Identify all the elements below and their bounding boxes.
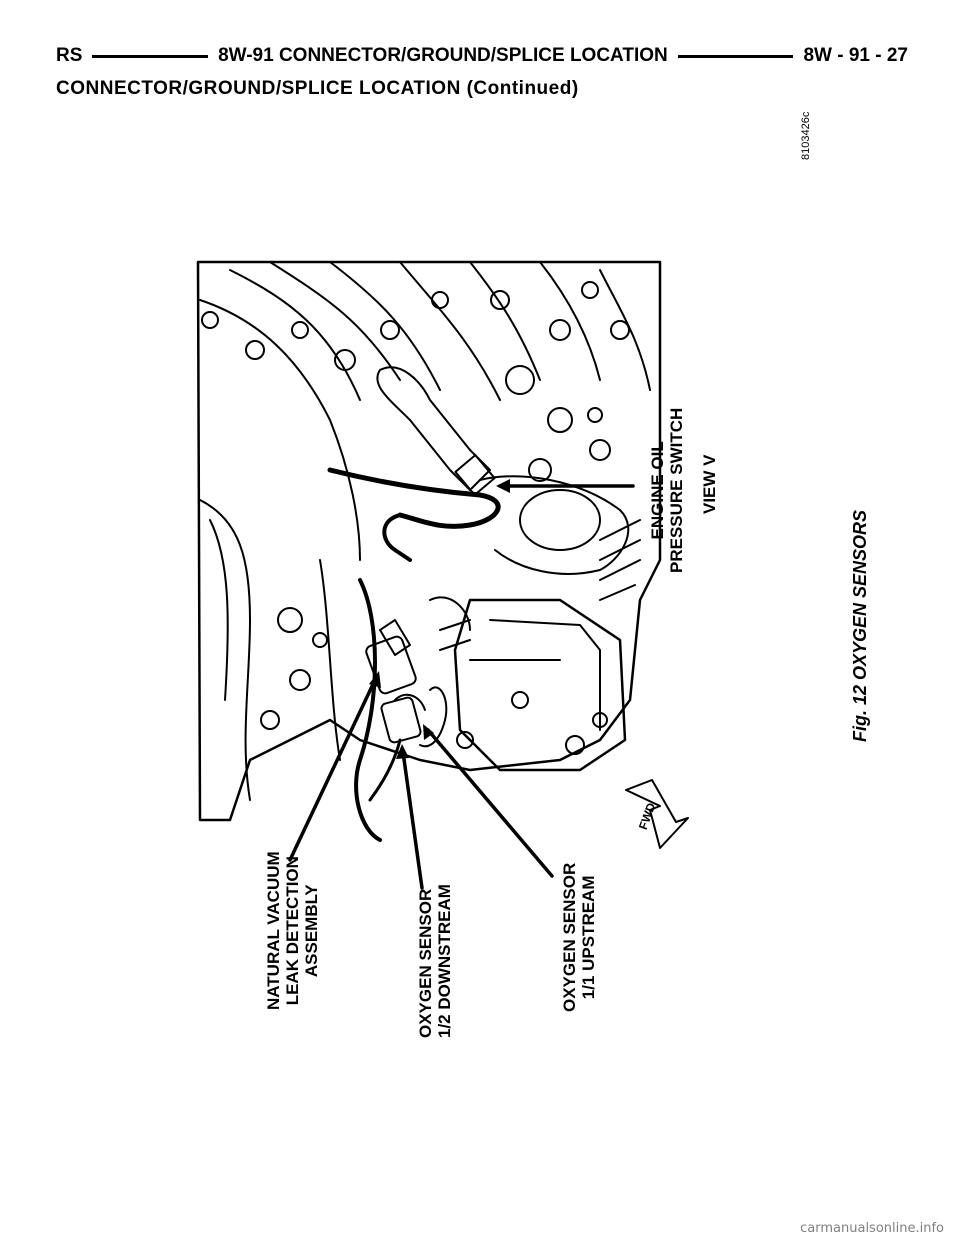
callout-line: OXYGEN SENSOR	[416, 888, 435, 1038]
figure-id-label: 8103426c	[800, 111, 812, 160]
callout-natural-vacuum-leak-detection: NATURAL VACUUM LEAK DETECTION ASSEMBLY	[264, 851, 321, 1010]
figure-caption: Fig. 12 OXYGEN SENSORS	[850, 509, 870, 742]
callout-line: NATURAL VACUUM	[264, 851, 283, 1010]
callout-line: OXYGEN SENSOR	[560, 862, 579, 1012]
callout-line: LEAK DETECTION	[283, 856, 302, 1006]
header-rule-right	[677, 54, 794, 58]
callout-oxygen-sensor-downstream: OXYGEN SENSOR 1/2 DOWNSTREAM	[416, 884, 454, 1038]
callout-line: 1/2 DOWNSTREAM	[435, 884, 454, 1038]
callout-line: ASSEMBLY	[302, 884, 321, 978]
header-section-title: 8W-91 CONNECTOR/GROUND/SPLICE LOCATION	[218, 45, 668, 66]
site-watermark: carmanualsonline.info	[800, 1221, 944, 1236]
callout-line: ENGINE OIL	[648, 441, 667, 540]
header-page-number: 8W - 91 - 27	[803, 45, 908, 66]
callout-line: PRESSURE SWITCH	[667, 407, 686, 573]
callout-oxygen-sensor-upstream: OXYGEN SENSOR 1/1 UPSTREAM	[560, 863, 598, 1012]
header-section-code: RS	[56, 45, 83, 66]
callout-line: 1/1 UPSTREAM	[579, 875, 598, 1000]
callout-engine-oil-pressure-switch: ENGINE OIL PRESSURE SWITCH	[648, 408, 686, 573]
view-label: VIEW V	[700, 454, 719, 514]
section-subtitle: CONNECTOR/GROUND/SPLICE LOCATION (Contin…	[56, 78, 579, 99]
page-header: RS 8W-91 CONNECTOR/GROUND/SPLICE LOCATIO…	[56, 44, 908, 68]
header-rule-left	[92, 54, 209, 58]
